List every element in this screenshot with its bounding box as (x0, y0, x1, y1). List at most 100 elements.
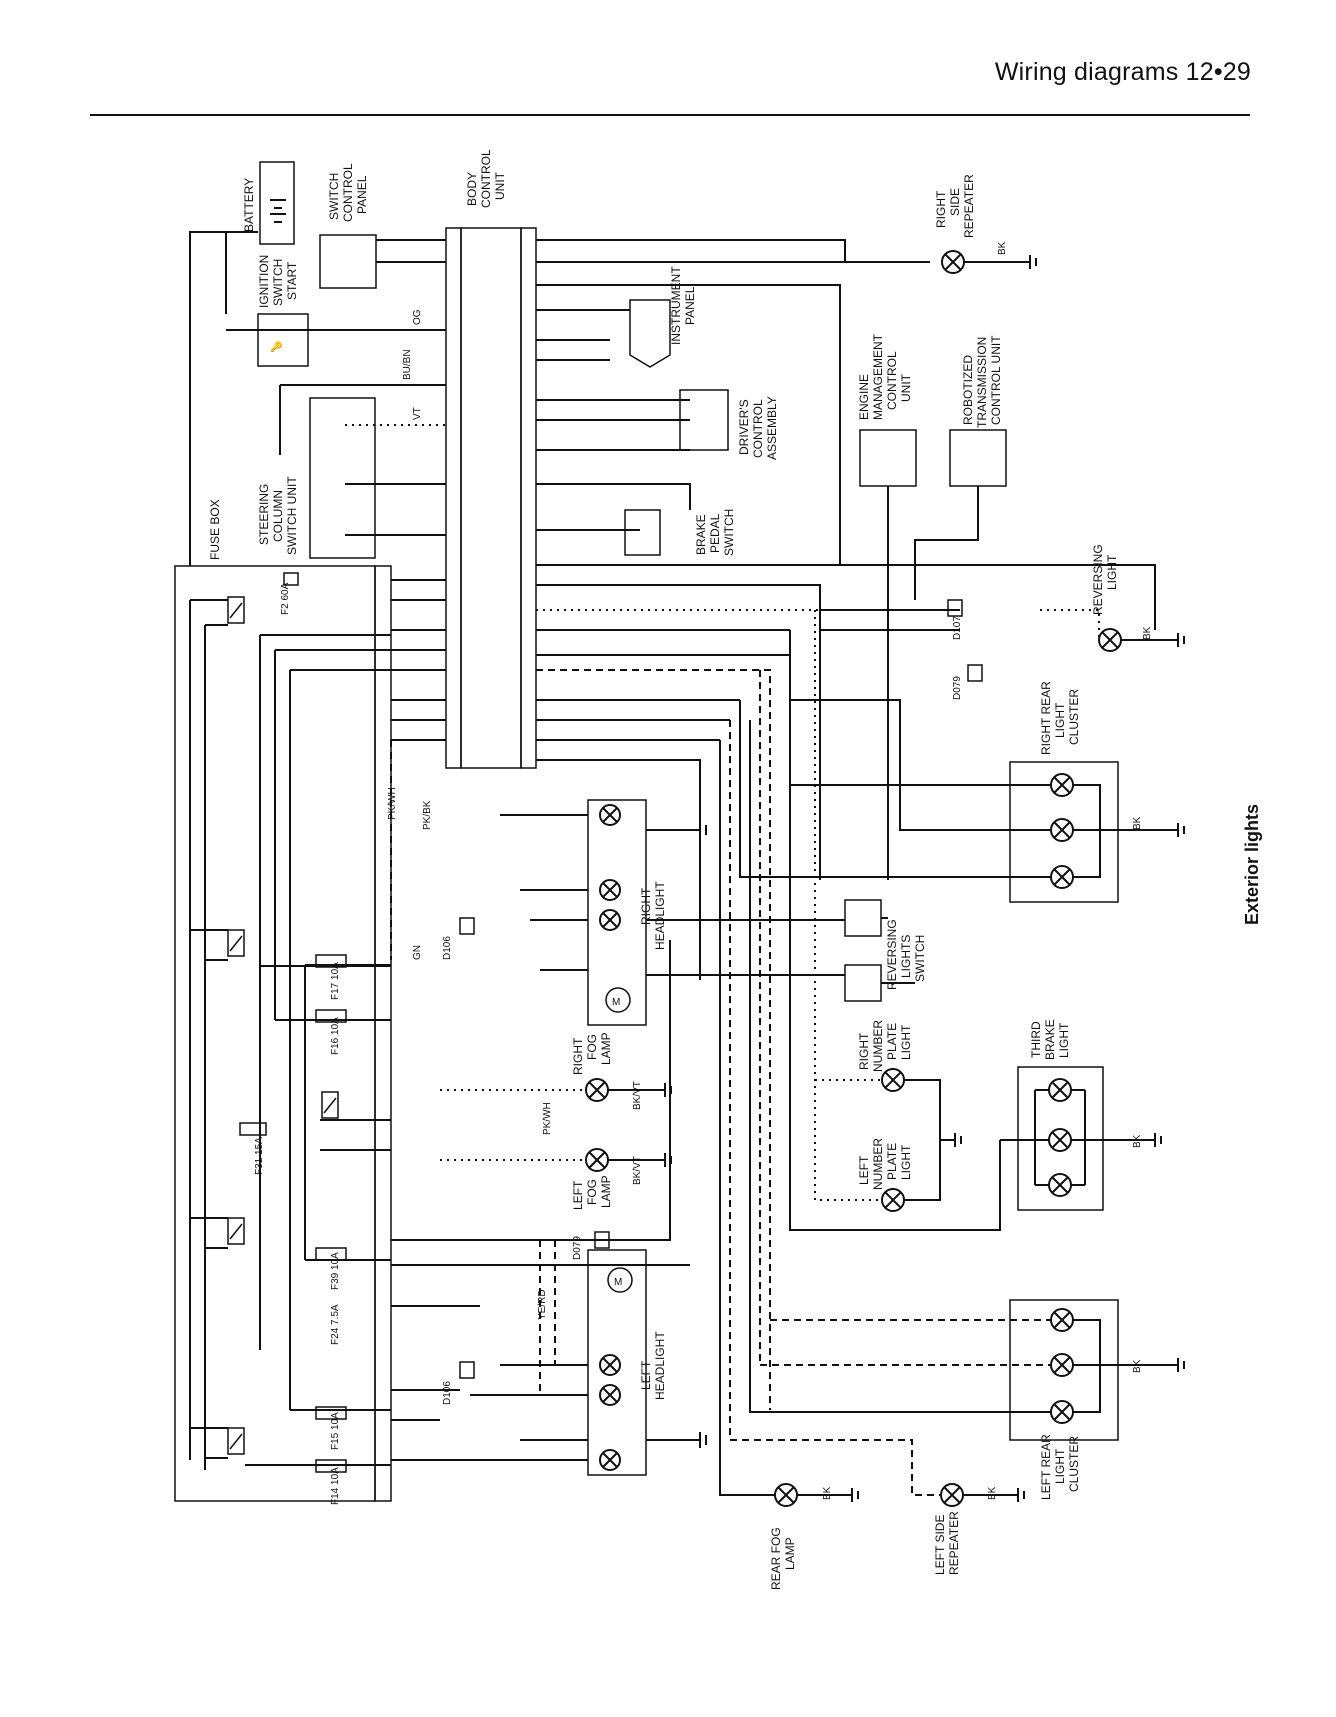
svg-text:BK: BK (1142, 626, 1153, 640)
reversing-switch-2 (844, 964, 882, 1002)
relay-3 (321, 1091, 339, 1119)
left-headlight-label: LEFT HEADLIGHT (639, 1331, 667, 1400)
battery-label: BATTERY (242, 178, 256, 232)
svg-text:LIGHT: LIGHT (1105, 554, 1119, 590)
fuse-f15 (315, 1406, 347, 1420)
svg-text:BK: BK (987, 1486, 998, 1500)
robotized-transmission-unit (949, 429, 1007, 487)
robotized-label: ROBOTIZED TRANSMISSION CONTROL UNIT (961, 335, 1003, 428)
left-side-repeater-label: LEFT SIDE REPEATER (933, 1511, 961, 1575)
svg-text:OG: OG (412, 309, 423, 325)
svg-text:SWITCH: SWITCH (722, 509, 736, 556)
svg-text:RIGHT: RIGHT (639, 887, 653, 925)
svg-text:CONTROL: CONTROL (885, 351, 899, 410)
instrument-panel (629, 299, 671, 368)
svg-text:LIGHT: LIGHT (1057, 1022, 1071, 1058)
svg-text:F14 10A: F14 10A (330, 1467, 341, 1505)
svg-text:INSTRUMENT: INSTRUMENT (669, 266, 683, 345)
left-rear-lamp-3 (1050, 1400, 1074, 1424)
svg-text:SIDE: SIDE (948, 188, 962, 216)
relay-4 (227, 1217, 245, 1245)
svg-text:D107: D107 (952, 616, 963, 640)
svg-text:F2 60A: F2 60A (280, 582, 291, 615)
battery (259, 161, 295, 245)
page-header: Wiring diagrams 12•29 (0, 0, 1336, 120)
reversing-light-lamp (1098, 628, 1122, 652)
svg-text:BU/BN: BU/BN (402, 349, 413, 380)
engine-management-unit (859, 429, 917, 487)
fuse-f2 (283, 572, 299, 586)
svg-text:NUMBER: NUMBER (871, 1020, 885, 1072)
svg-text:REPEATER: REPEATER (947, 1511, 961, 1575)
svg-text:M: M (614, 1277, 622, 1288)
right-rear-lamp-3 (1050, 865, 1074, 889)
svg-text:BK/VT: BK/VT (632, 1081, 643, 1110)
left-headlight (587, 1249, 647, 1476)
reversing-switch-label: REVERSING LIGHTS SWITCH (885, 919, 927, 990)
svg-text:IGNITION: IGNITION (257, 255, 271, 308)
left-fog-lamp (585, 1148, 609, 1172)
right-headlight-lamp-3 (599, 909, 621, 931)
svg-text:PLATE: PLATE (885, 1143, 899, 1180)
svg-text:REAR FOG: REAR FOG (769, 1527, 783, 1590)
left-headlight-lamp-1 (599, 1354, 621, 1376)
right-rear-lamp-2 (1050, 818, 1074, 842)
svg-text:LIGHT: LIGHT (899, 1024, 913, 1060)
right-rear-cluster-label: RIGHT REAR LIGHT CLUSTER (1039, 681, 1081, 755)
left-side-repeater-lamp (940, 1483, 964, 1507)
svg-text:BK/VT: BK/VT (632, 1156, 643, 1185)
svg-text:LIGHTS: LIGHTS (899, 935, 913, 978)
svg-text:PANEL: PANEL (355, 175, 369, 214)
left-rear-light-cluster (1009, 1299, 1119, 1441)
wire-colour-labels: OG BU/BN VT GN PK/WH PK/BK PK/WH YE/RD B… (387, 309, 643, 1320)
svg-text:SWITCH: SWITCH (913, 935, 927, 982)
fuse-box-label: FUSE BOX (208, 499, 222, 560)
steering-column-switch (309, 397, 376, 559)
svg-text:F17 10A: F17 10A (330, 962, 341, 1000)
svg-text:F16 10A: F16 10A (330, 1017, 341, 1055)
third-brake-light (1017, 1066, 1104, 1211)
instrument-panel-label: INSTRUMENT PANEL (669, 266, 697, 345)
connector-labels: D106 D106 D079 D079 D107 (442, 616, 963, 1405)
svg-text:PANEL: PANEL (683, 286, 697, 325)
connector-d106-left (459, 1361, 475, 1379)
reversing-light-label: REVERSING LIGHT (1091, 544, 1119, 615)
svg-text:LAMP: LAMP (599, 1032, 613, 1065)
third-brake-lamp-2 (1048, 1128, 1072, 1152)
right-rear-light-cluster (1009, 761, 1119, 903)
svg-text:RIGHT REAR: RIGHT REAR (1039, 681, 1053, 755)
svg-text:SWITCH: SWITCH (271, 259, 285, 306)
left-number-label: LEFT NUMBER PLATE LIGHT (857, 1138, 913, 1190)
svg-text:PLATE: PLATE (885, 1023, 899, 1060)
svg-text:BK: BK (1132, 816, 1143, 830)
connector-d106-right (459, 917, 475, 935)
right-side-repeater-lamp (941, 250, 965, 274)
svg-text:THIRD: THIRD (1029, 1021, 1043, 1058)
ground-labels: BK BK BK BK BK BK BK (822, 241, 1153, 1500)
page-title: Wiring diagrams 12•29 (994, 58, 1251, 86)
third-brake-lamp-3 (1048, 1173, 1072, 1197)
right-side-repeater-label: RIGHT SIDE REPEATER (934, 174, 976, 238)
rear-fog-label: REAR FOG LAMP (769, 1527, 797, 1590)
svg-text:MANAGEMENT: MANAGEMENT (871, 333, 885, 420)
svg-text:LIGHT: LIGHT (1053, 1448, 1067, 1484)
third-brake-label: THIRD BRAKE LIGHT (1029, 1019, 1071, 1060)
svg-text:FOG: FOG (585, 1034, 599, 1060)
svg-text:BRAKE: BRAKE (694, 514, 708, 555)
svg-text:VT: VT (412, 407, 423, 420)
svg-text:REVERSING: REVERSING (1091, 544, 1105, 615)
right-headlight-label: RIGHT HEADLIGHT (639, 881, 667, 950)
svg-text:REPEATER: REPEATER (962, 174, 976, 238)
fuse-labels: F2 60A F17 10A F16 10A F31 15A F39 10A F… (254, 582, 341, 1505)
svg-text:F24 7.5A: F24 7.5A (330, 1304, 341, 1345)
third-brake-lamp-1 (1048, 1078, 1072, 1102)
svg-text:D106: D106 (442, 936, 453, 960)
left-number-plate-lamp (881, 1188, 905, 1212)
svg-text:D106: D106 (442, 1381, 453, 1405)
connector-d107 (947, 599, 963, 617)
svg-text:LAMP: LAMP (783, 1537, 797, 1570)
svg-text:GN: GN (412, 945, 423, 960)
svg-text:F39 10A: F39 10A (330, 1252, 341, 1290)
relay-5 (227, 1427, 245, 1455)
